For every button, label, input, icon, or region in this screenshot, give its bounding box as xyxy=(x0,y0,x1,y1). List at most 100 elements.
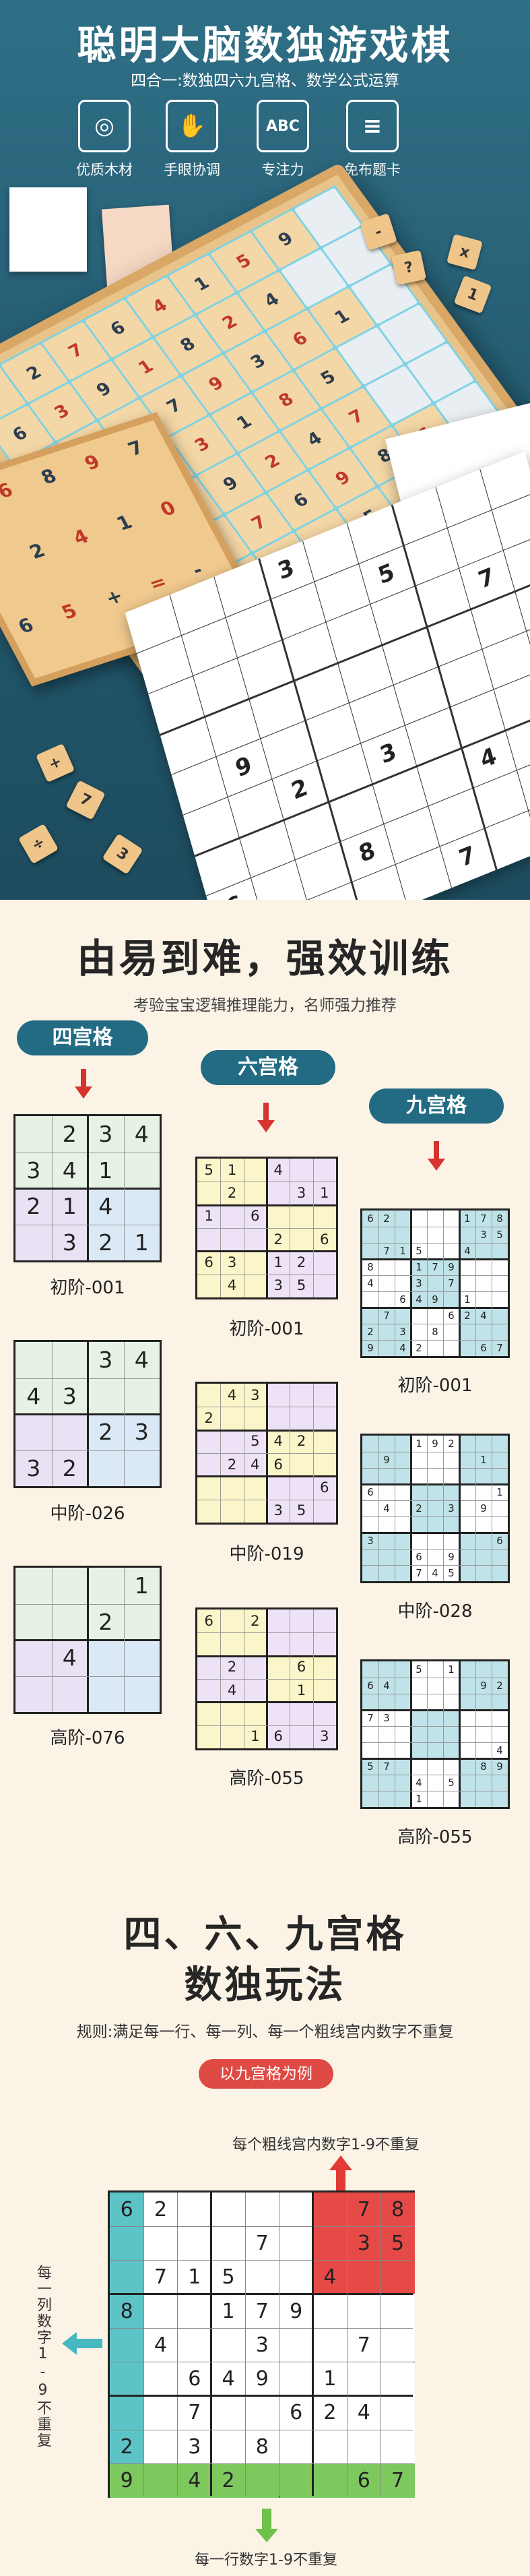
puzzle-cell xyxy=(395,1468,411,1484)
puzzle-cell xyxy=(459,1726,475,1742)
grid-line xyxy=(362,1483,508,1485)
puzzle-cell xyxy=(395,1484,411,1500)
hand-icon: ✋ xyxy=(166,100,218,152)
puzzle-cell xyxy=(290,1228,313,1252)
sheet-digit: 3 xyxy=(275,553,298,586)
puzzle-cell xyxy=(378,1694,395,1710)
grid-cell: 7 xyxy=(347,2328,381,2362)
puzzle-cell xyxy=(395,1516,411,1533)
puzzle-cell xyxy=(362,1516,378,1533)
puzzle-cell xyxy=(362,1791,378,1807)
puzzle-cell xyxy=(459,1710,475,1726)
puzzle-cell xyxy=(475,1726,492,1742)
puzzle-cell: 1 xyxy=(492,1484,508,1500)
puzzle-cell: 4 xyxy=(459,1243,475,1259)
grid-cell: 7 xyxy=(245,2226,279,2261)
puzzle-cell: 9 xyxy=(475,1500,492,1516)
feature-item: ✋手眼协调 xyxy=(155,100,229,179)
puzzle-cell xyxy=(459,1227,475,1243)
puzzle-cell xyxy=(51,1568,88,1604)
grid-cell: 3 xyxy=(177,2430,211,2464)
drawer-tile-digit: 6 xyxy=(0,479,17,503)
puzzle-cell: 5 xyxy=(290,1274,313,1297)
puzzle-cell xyxy=(492,1468,508,1484)
puzzle-cell xyxy=(290,1407,313,1430)
puzzle-cell xyxy=(243,1655,267,1679)
puzzle-cell xyxy=(475,1710,492,1726)
grid-cell: 2 xyxy=(110,2430,144,2464)
puzzle-cell xyxy=(427,1340,443,1356)
puzzle-cell: 1 xyxy=(123,1224,160,1260)
puzzle-cell: 4 xyxy=(123,1116,160,1153)
puzzle-cell xyxy=(220,1609,244,1633)
puzzle-caption: 中阶-019 xyxy=(229,1544,304,1564)
puzzle-cell xyxy=(267,1384,290,1407)
puzzle-cell xyxy=(395,1436,411,1452)
puzzle-cell: 1 xyxy=(411,1259,427,1275)
grid-cell xyxy=(380,2260,415,2294)
grid-line xyxy=(443,1436,444,1581)
puzzle-cell: 4 xyxy=(267,1430,290,1453)
grid-line xyxy=(123,1568,125,1712)
puzzle-cell xyxy=(427,1210,443,1227)
grid-line xyxy=(197,1701,336,1704)
grid-cell xyxy=(312,2328,347,2362)
arrow-up-icon xyxy=(329,2155,352,2190)
puzzle-cell xyxy=(492,1243,508,1259)
puzzle-caption: 初阶-001 xyxy=(397,1376,473,1396)
grid-cell xyxy=(312,2226,347,2261)
puzzle-cell xyxy=(475,1324,492,1340)
puzzle-cell xyxy=(443,1678,459,1694)
puzzle-cell xyxy=(443,1291,459,1308)
puzzle-cell xyxy=(290,1159,313,1182)
puzzle-cell xyxy=(411,1324,427,1340)
grid-cell xyxy=(143,2294,178,2329)
grid-line xyxy=(110,2226,413,2227)
puzzle-cell xyxy=(123,1152,160,1188)
grid-cell xyxy=(245,2463,279,2498)
abc-blocks-icon: ABC xyxy=(257,100,309,152)
puzzle-cell xyxy=(395,1742,411,1758)
grid-line xyxy=(312,1159,314,1297)
puzzle-cell: 1 xyxy=(243,1725,267,1748)
puzzle-cell xyxy=(312,1159,336,1182)
grid-line xyxy=(197,1453,336,1454)
puzzle-cell xyxy=(411,1710,427,1726)
puzzle-cell: 4 xyxy=(243,1453,267,1477)
puzzle-cell xyxy=(475,1484,492,1500)
puzzle-cell xyxy=(475,1291,492,1308)
puzzle-cell xyxy=(427,1791,443,1807)
grid-line xyxy=(312,1609,314,1748)
puzzle-cell: 3 xyxy=(123,1414,160,1450)
puzzle-cell xyxy=(378,1516,395,1533)
puzzle-cell: 3 xyxy=(267,1274,290,1297)
puzzle-cell xyxy=(290,1476,313,1500)
puzzle-cell xyxy=(492,1694,508,1710)
puzzle-cell: 4 xyxy=(395,1340,411,1356)
puzzle-cell xyxy=(378,1291,395,1308)
puzzle-cell xyxy=(459,1758,475,1775)
puzzle-cell xyxy=(411,1694,427,1710)
puzzle-cell: 1 xyxy=(267,1251,290,1275)
grid-cell xyxy=(347,2294,381,2329)
grid-line xyxy=(197,1725,336,1726)
grid-line xyxy=(15,1450,160,1451)
puzzle-cell xyxy=(492,1661,508,1678)
grid-cell: 4 xyxy=(177,2463,211,2498)
puzzle-cell xyxy=(475,1468,492,1484)
puzzle-cell: 6 xyxy=(267,1725,290,1748)
puzzle-cell xyxy=(267,1679,290,1703)
puzzle-cell: 4 xyxy=(475,1308,492,1324)
puzzle-cell xyxy=(312,1632,336,1656)
puzzle-cell xyxy=(475,1694,492,1710)
puzzle-cell: 3 xyxy=(51,1224,88,1260)
grid-cell: 5 xyxy=(380,2226,415,2261)
grid-cell xyxy=(347,2430,381,2464)
grid-cell xyxy=(380,2294,415,2329)
math-tile: 1 xyxy=(453,275,492,314)
puzzle-cell xyxy=(312,1274,336,1297)
